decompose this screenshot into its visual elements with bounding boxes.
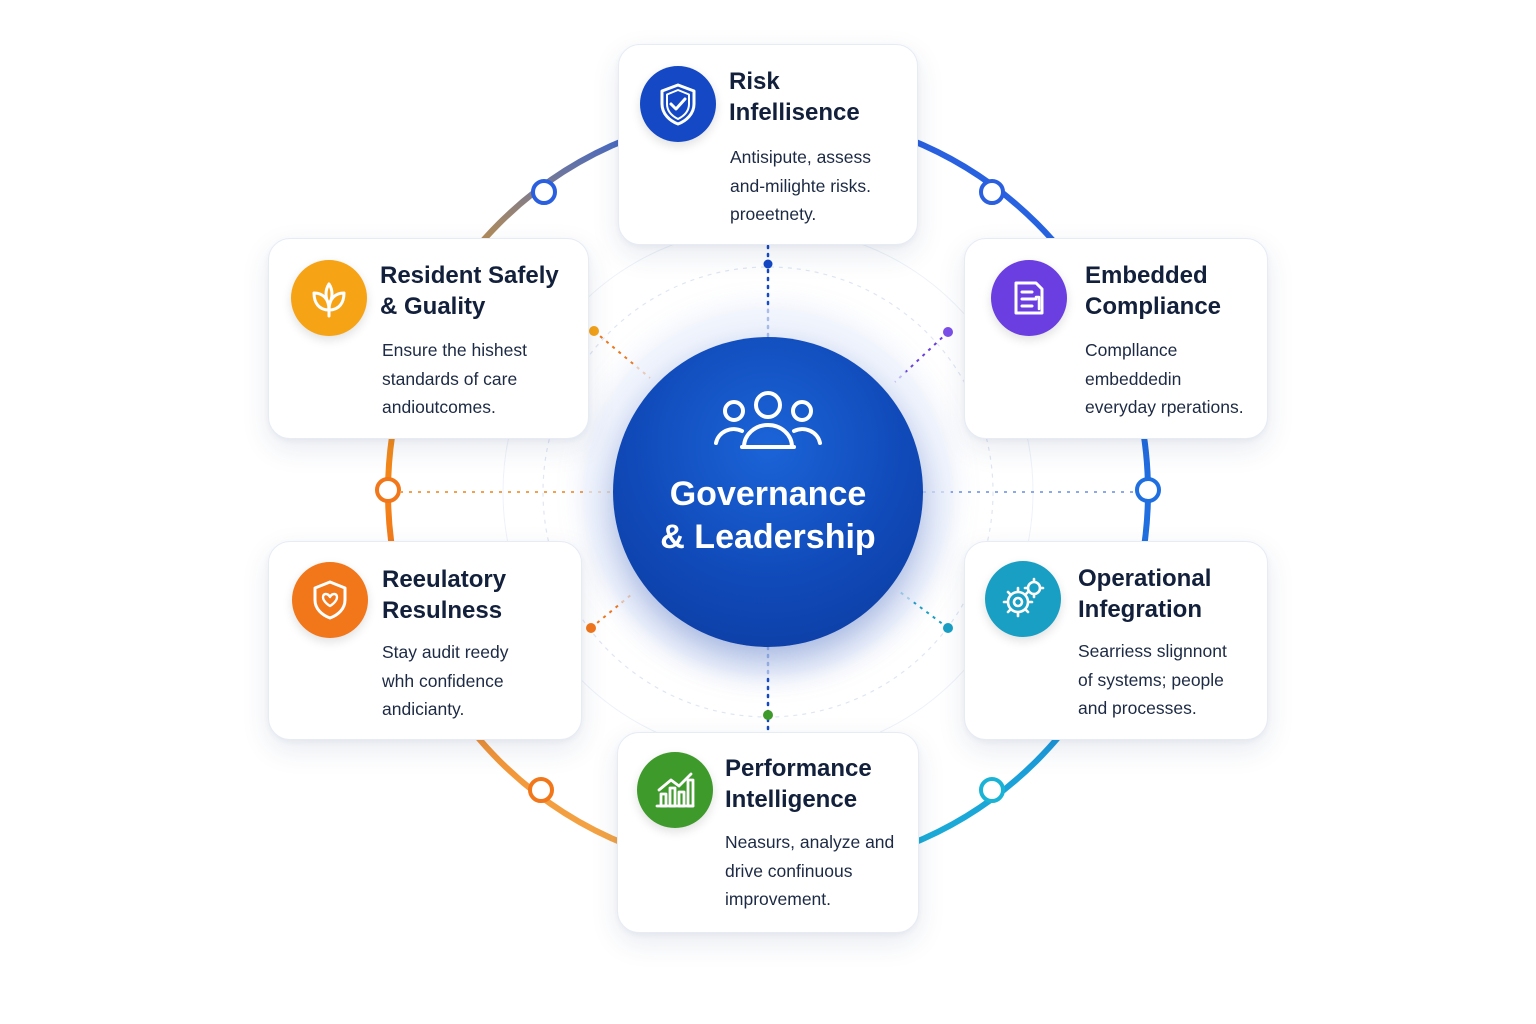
- card-description: Antisipute, assess and-milighte risks. p…: [730, 147, 872, 224]
- ring-node-left: [375, 477, 401, 503]
- spoke-bottom-left-dot: [586, 623, 596, 633]
- document-icon: [991, 260, 1067, 336]
- card-description: Stay audit reedy whh confidence andician…: [382, 642, 509, 719]
- card-title: Risk Infellisence: [729, 68, 860, 126]
- shield-heart-icon: [292, 562, 368, 638]
- card-description: Searriess slignnont of systems; people a…: [1078, 641, 1227, 718]
- spoke-top-dot: [763, 259, 773, 269]
- card-regulatory-readiness[interactable]: Reeulatory Resulness Stay audit reedy wh…: [268, 541, 582, 740]
- leaf-icon: [291, 260, 367, 336]
- ring-node-bottom-right: [979, 777, 1005, 803]
- card-description: Compllance embeddedin everyday rperation…: [1085, 340, 1244, 417]
- card-description: Neasurs, analyze and drive confinuous im…: [725, 832, 895, 909]
- shield-check-icon: [640, 66, 716, 142]
- governance-hub[interactable]: Governance & Leadership: [613, 337, 923, 647]
- card-risk-intelligence[interactable]: Risk Infellisence Antisipute, assess and…: [618, 44, 918, 245]
- spoke-bottom-left: [590, 593, 633, 629]
- spoke-bottom-right-dot: [943, 623, 953, 633]
- ring-node-top-left: [531, 179, 557, 205]
- card-title: Resident Safely & Guality: [380, 262, 559, 320]
- card-operational-integration[interactable]: Operational Infegration Searriess slignn…: [964, 541, 1268, 740]
- spoke-top-right-dot: [943, 327, 953, 337]
- card-embedded-compliance[interactable]: Embedded Compliance Compllance embeddedi…: [964, 238, 1268, 439]
- people-group-icon: [708, 389, 828, 456]
- ring-node-top-right: [979, 179, 1005, 205]
- bar-chart-icon: [637, 752, 713, 828]
- gears-icon: [985, 561, 1061, 637]
- card-description: Ensure the hishest standards of care and…: [382, 340, 527, 417]
- card-title: Performance Intelligence: [725, 755, 872, 813]
- spoke-bottom-dot: [763, 710, 773, 720]
- card-resident-safety-quality[interactable]: Resident Safely & Guality Ensure the his…: [268, 238, 589, 439]
- card-title: Operational Infegration: [1078, 565, 1212, 623]
- card-title: Reeulatory Resulness: [382, 566, 507, 624]
- ring-node-right: [1135, 477, 1161, 503]
- card-performance-intelligence[interactable]: Performance Intelligence Neasurs, analyz…: [617, 732, 919, 933]
- spoke-top-left-dot: [589, 326, 599, 336]
- card-title: Embedded Compliance: [1085, 262, 1222, 320]
- hub-title: Governance & Leadership: [660, 475, 876, 556]
- ring-node-bottom-left: [528, 777, 554, 803]
